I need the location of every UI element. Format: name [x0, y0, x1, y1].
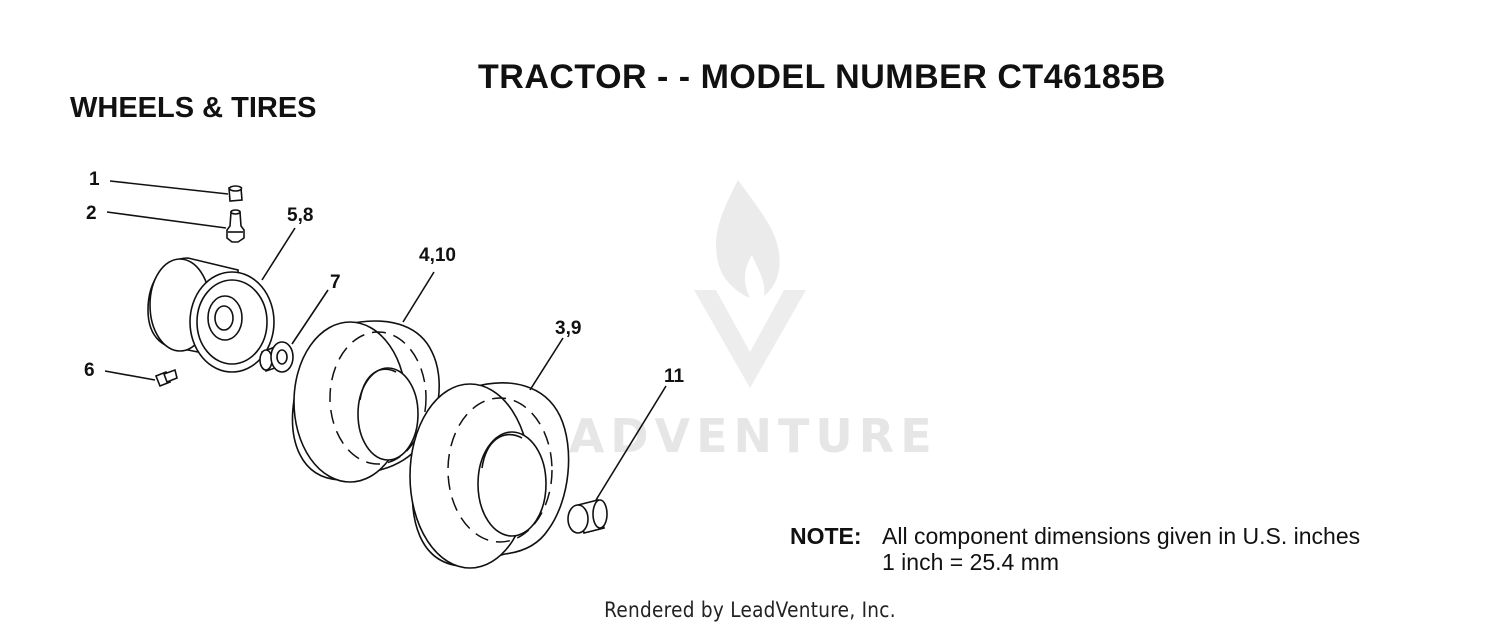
- bearing-part[interactable]: [567, 385, 667, 534]
- watermark-logo: [694, 180, 806, 388]
- callout-6: 6: [84, 360, 95, 381]
- callout-11: 11: [664, 366, 685, 387]
- bolt-part[interactable]: [104, 368, 178, 388]
- spacer-part[interactable]: [259, 289, 329, 373]
- valve-cap-part[interactable]: [109, 180, 243, 202]
- callout-1: 1: [89, 169, 100, 190]
- wheel-rim-part[interactable]: [147, 227, 296, 373]
- page-title: TRACTOR - - MODEL NUMBER CT46185B: [478, 58, 1166, 96]
- rendered-by-footer: Rendered by LeadVenture, Inc.: [604, 598, 896, 622]
- dimension-note: NOTE: All component dimensions given in U…: [790, 523, 1360, 575]
- callout-4-10: 4,10: [419, 245, 456, 266]
- valve-stem-part[interactable]: [106, 209, 245, 243]
- callout-2: 2: [86, 203, 97, 224]
- callout-3-9: 3,9: [555, 318, 581, 339]
- note-line-2: 1 inch = 25.4 mm: [882, 549, 1060, 575]
- callout-7: 7: [330, 272, 341, 293]
- tire-part-right[interactable]: [409, 337, 570, 569]
- callout-5-8: 5,8: [287, 205, 313, 226]
- section-title: WHEELS & TIRES: [70, 92, 317, 124]
- note-line-1: All component dimensions given in U.S. i…: [882, 523, 1361, 549]
- tire-part-left[interactable]: [291, 271, 440, 483]
- note-label: NOTE:: [790, 523, 862, 549]
